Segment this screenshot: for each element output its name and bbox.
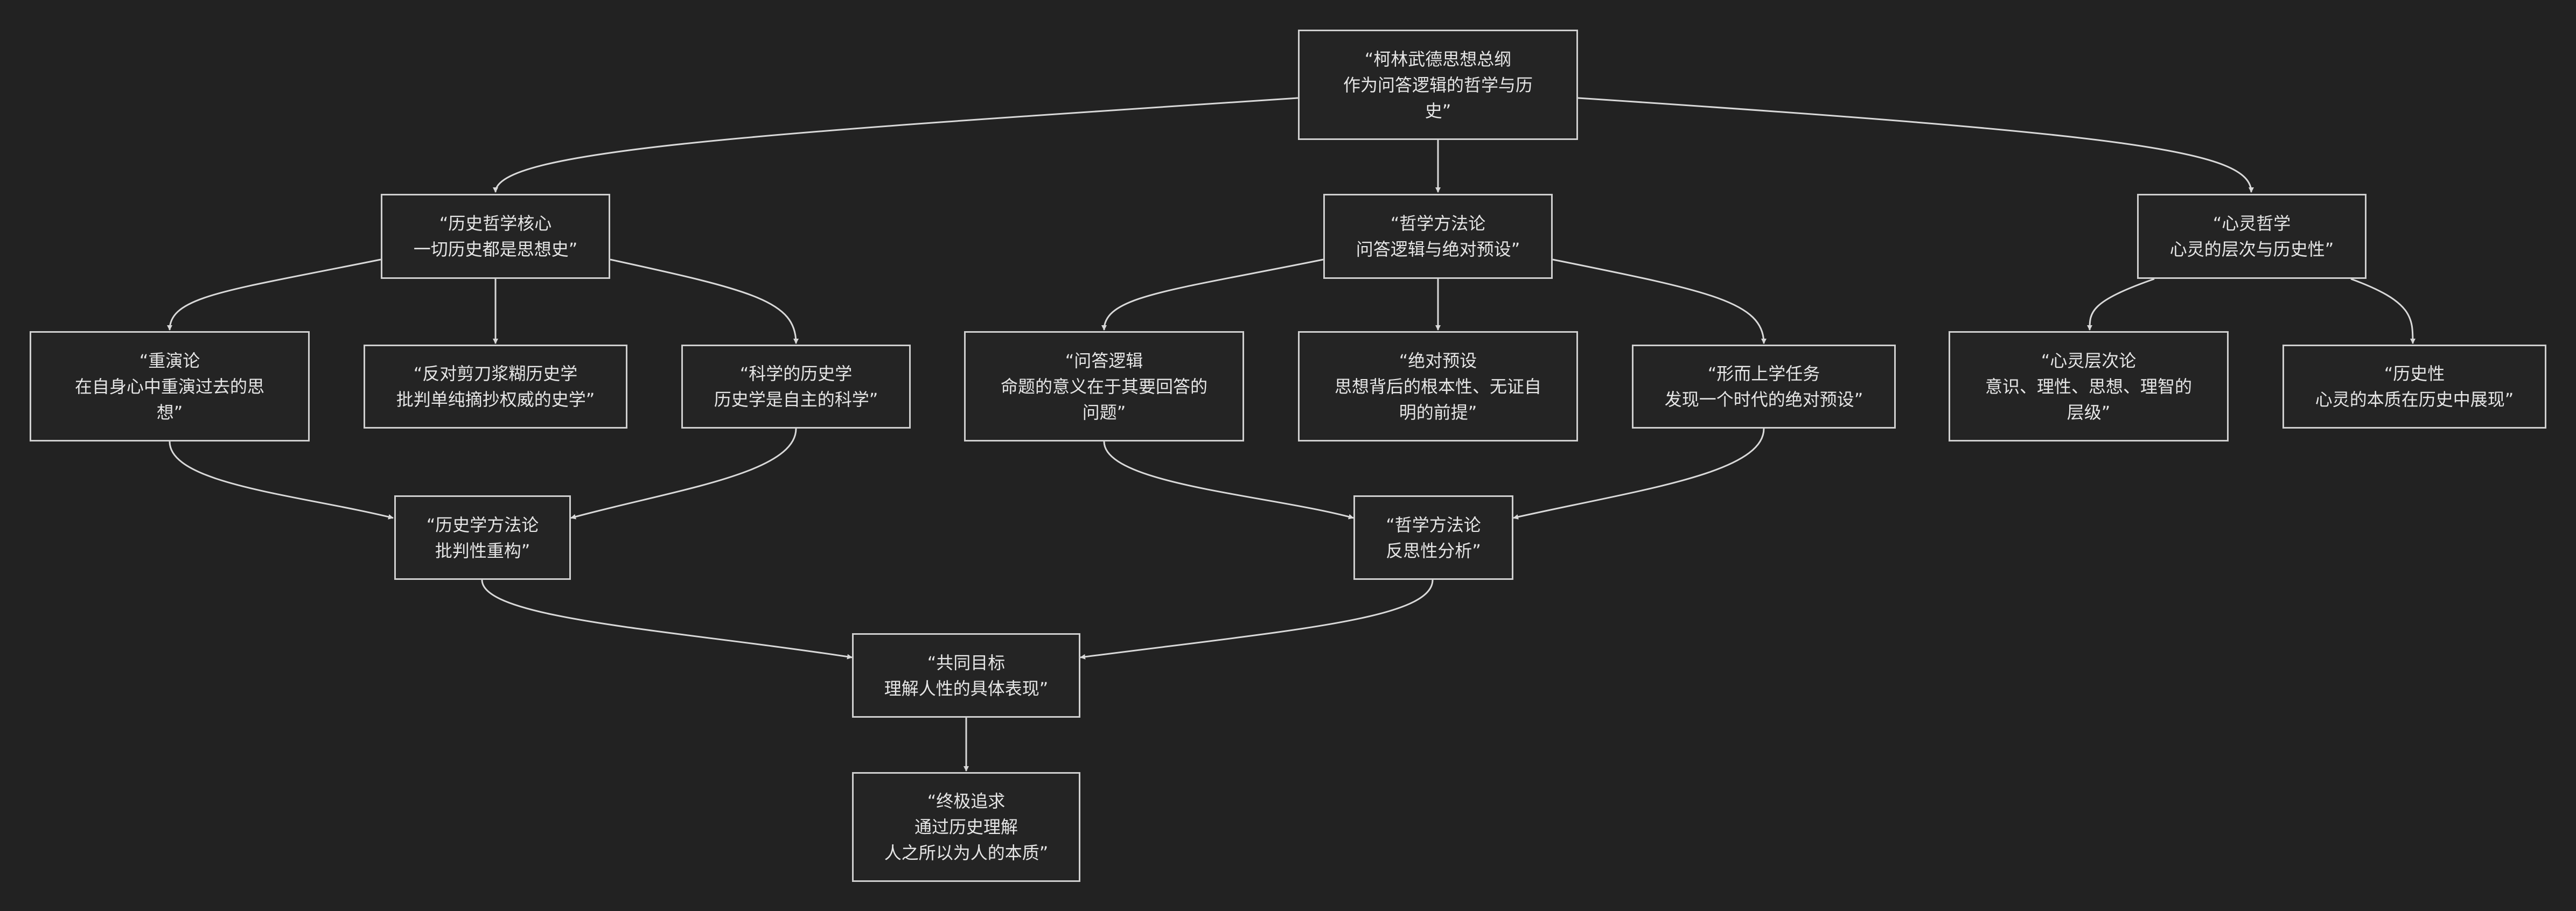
node-ultimate-pursuit[interactable]: “终极追求 通过历史理解 人之所以为人的本质” <box>852 772 1080 882</box>
edge-history-core-reenactment <box>167 258 381 331</box>
node-mind-levels-label: “心灵层次论 意识、理性、思想、理智的 层级” <box>1985 350 2192 423</box>
edge-philosophy-method2-common-goal <box>1080 579 1434 660</box>
node-history-method-label: “历史学方法论 批判性重构” <box>426 514 539 561</box>
node-reenactment[interactable]: “重演论 在自身心中重演过去的思 想” <box>30 331 310 442</box>
edge-reenactment-history-method <box>169 441 394 520</box>
node-qa-logic-label: “问答逻辑 命题的意义在于其要回答的 问题” <box>1000 350 1207 423</box>
node-mind-levels[interactable]: “心灵层次论 意识、理性、思想、理智的 层级” <box>1949 331 2229 442</box>
node-anti-scissors[interactable]: “反对剪刀浆糊历史学 批判单纯摘抄权威的史学” <box>364 345 627 429</box>
edge-scientific-history-history-method <box>570 428 797 520</box>
node-root-label: “柯林武德思想总纲 作为问答逻辑的哲学与历 史” <box>1343 48 1533 121</box>
edge-philosophy-method-metaphysics-task <box>1552 258 1767 344</box>
node-scientific-history-label: “科学的历史学 历史学是自主的科学” <box>714 363 878 410</box>
node-common-goal[interactable]: “共同目标 理解人性的具体表现” <box>852 633 1080 718</box>
edge-philosophy-method-qa-logic <box>1101 258 1324 331</box>
node-root[interactable]: “柯林武德思想总纲 作为问答逻辑的哲学与历 史” <box>1298 30 1578 140</box>
node-mind-philosophy-label: “心灵哲学 心灵的层次与历史性” <box>2169 213 2334 260</box>
node-philosophy-method2-label: “哲学方法论 反思性分析” <box>1386 514 1481 561</box>
edge-history-method-common-goal <box>481 579 853 660</box>
node-absolute-presuppositions[interactable]: “绝对预设 思想背后的根本性、无证自 明的前提” <box>1298 331 1578 442</box>
node-absolute-presuppositions-label: “绝对预设 思想背后的根本性、无证自 明的前提” <box>1334 350 1541 423</box>
edge-history-core-scientific-history <box>610 258 799 344</box>
node-reenactment-label: “重演论 在自身心中重演过去的思 想” <box>74 350 264 423</box>
edge-qa-logic-philosophy-method2 <box>1103 441 1354 520</box>
node-philosophy-method2[interactable]: “哲学方法论 反思性分析” <box>1353 495 1513 580</box>
node-ultimate-pursuit-label: “终极追求 通过历史理解 人之所以为人的本质” <box>884 791 1049 863</box>
edge-mind-philosophy-historicity <box>2350 278 2416 344</box>
node-metaphysics-task-label: “形而上学任务 发现一个时代的绝对预设” <box>1664 363 1863 410</box>
node-history-method[interactable]: “历史学方法论 批判性重构” <box>394 495 571 580</box>
node-mind-philosophy[interactable]: “心灵哲学 心灵的层次与历史性” <box>2137 194 2366 279</box>
node-metaphysics-task[interactable]: “形而上学任务 发现一个时代的绝对预设” <box>1632 345 1896 429</box>
node-historicity[interactable]: “历史性 心灵的本质在历史中展现” <box>2282 345 2546 429</box>
node-scientific-history[interactable]: “科学的历史学 历史学是自主的科学” <box>681 345 911 429</box>
node-anti-scissors-label: “反对剪刀浆糊历史学 批判单纯摘抄权威的史学” <box>396 363 595 410</box>
node-history-core-label: “历史哲学核心 一切历史都是思想史” <box>413 213 578 260</box>
node-history-core[interactable]: “历史哲学核心 一切历史都是思想史” <box>381 194 610 279</box>
node-philosophy-method[interactable]: “哲学方法论 问答逻辑与绝对预设” <box>1323 194 1553 279</box>
edge-metaphysics-task-philosophy-method2 <box>1513 428 1765 520</box>
node-qa-logic[interactable]: “问答逻辑 命题的意义在于其要回答的 问题” <box>964 331 1244 442</box>
node-common-goal-label: “共同目标 理解人性的具体表现” <box>884 652 1049 699</box>
node-philosophy-method-label: “哲学方法论 问答逻辑与绝对预设” <box>1356 213 1520 260</box>
edge-root-mind-philosophy <box>1577 97 2254 193</box>
edge-mind-philosophy-mind-levels <box>2087 278 2155 331</box>
edge-root-history-core <box>493 97 1299 193</box>
node-historicity-label: “历史性 心灵的本质在历史中展现” <box>2315 363 2514 410</box>
